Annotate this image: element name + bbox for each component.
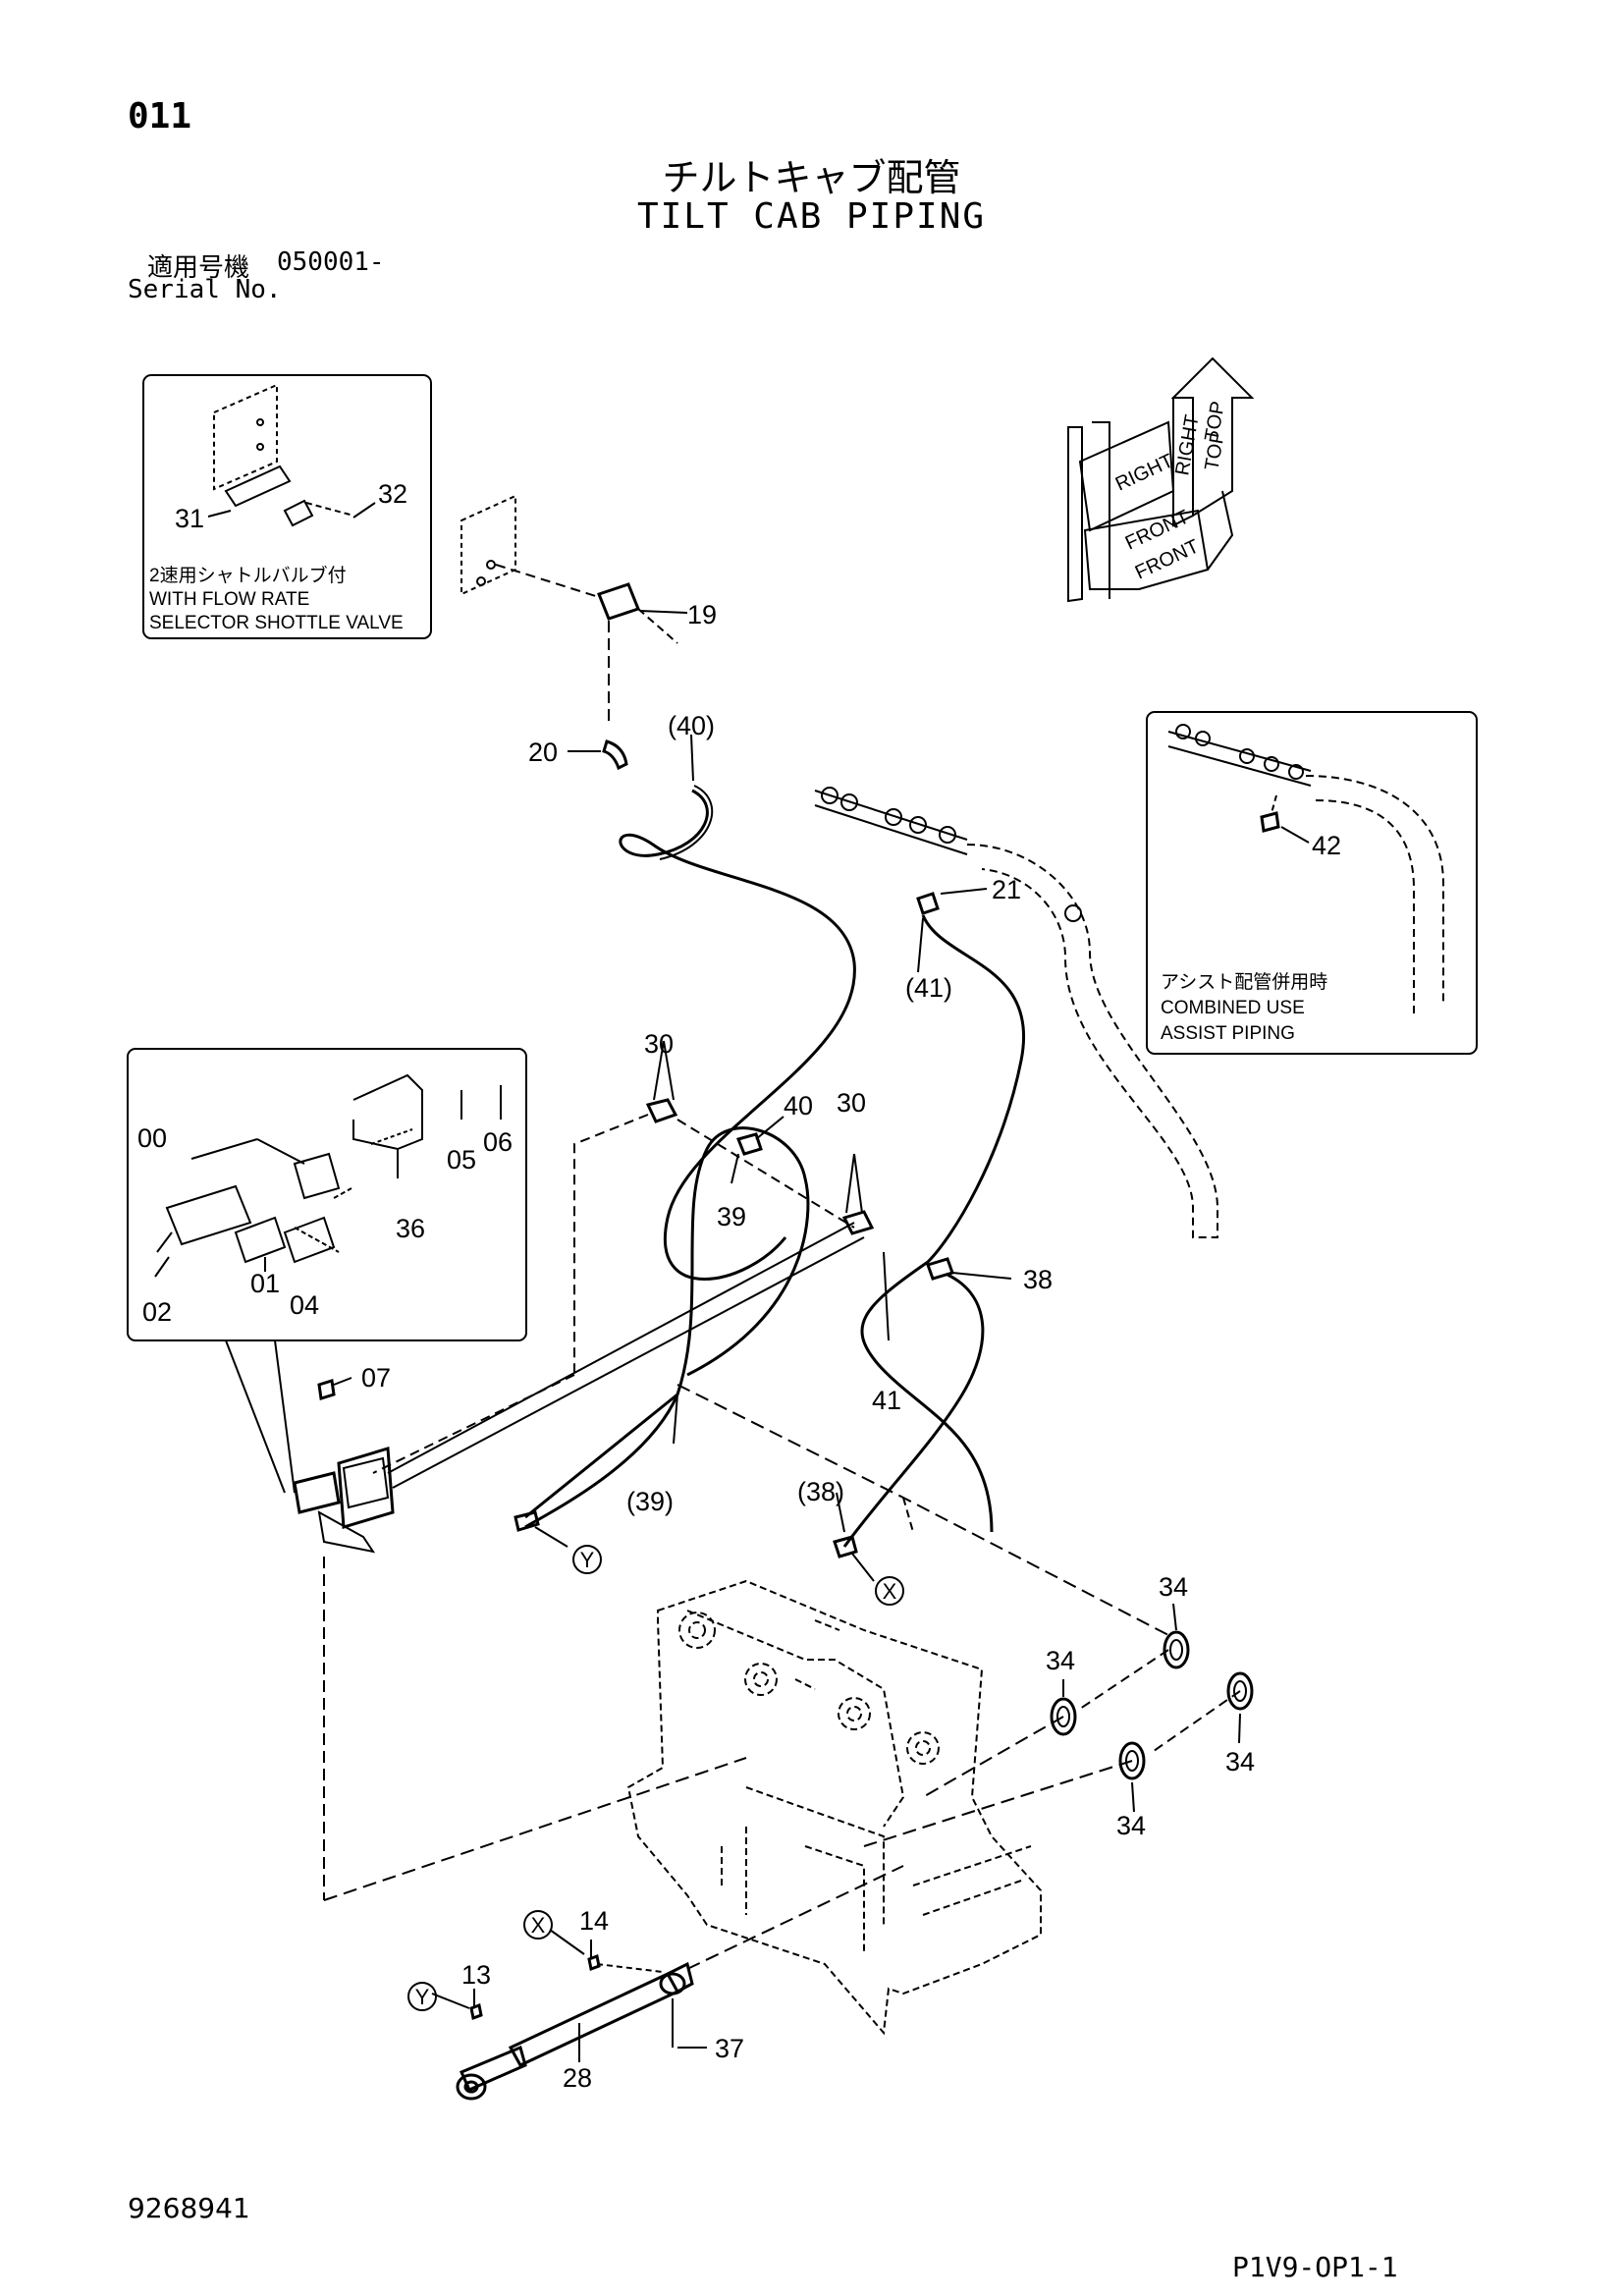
- callout-30-left: 30: [644, 1029, 674, 1059]
- seal-34-mid: [1050, 1697, 1077, 1736]
- callout-00: 00: [137, 1123, 167, 1153]
- clamp-40: [735, 1132, 763, 1156]
- callout-36: 36: [396, 1214, 425, 1243]
- callout-40-paren: (40): [668, 711, 715, 740]
- clamp-30-left: [645, 1098, 678, 1123]
- callout-34-mid: 34: [1046, 1646, 1075, 1675]
- callout-41: 41: [872, 1386, 901, 1415]
- assist-note-jp: アシスト配管併用時: [1161, 971, 1327, 993]
- callout-39-paren: (39): [626, 1487, 674, 1516]
- callout-34-top: 34: [1159, 1572, 1188, 1602]
- assist-note-en-2: ASSIST PIPING: [1161, 1023, 1295, 1044]
- callout-28: 28: [563, 2063, 592, 2093]
- callout-02: 02: [142, 1297, 172, 1327]
- title-english: TILT CAB PIPING: [636, 196, 987, 237]
- marker-x-2: [523, 1910, 553, 1940]
- hose-40: [619, 789, 856, 1281]
- shuttle-note-jp: 2速用シャトルバルブ付: [149, 564, 347, 586]
- marker-y-1-label: Y: [580, 1548, 595, 1572]
- callout-34-right: 34: [1225, 1747, 1255, 1777]
- callout-21: 21: [992, 875, 1021, 904]
- valve-19: [597, 582, 640, 621]
- bracket-36: [352, 1073, 423, 1151]
- callout-42: 42: [1312, 831, 1341, 860]
- callout-32: 32: [378, 479, 407, 509]
- fitting-42: [1260, 811, 1280, 833]
- callout-04: 04: [290, 1290, 319, 1320]
- page-number: 011: [128, 96, 192, 137]
- seal-34-right: [1226, 1671, 1254, 1711]
- orientation-right-label: RIGHT: [1112, 450, 1177, 495]
- solenoid-valve-main: [293, 1471, 341, 1514]
- assist-note-en-1: COMBINED USE: [1161, 998, 1305, 1018]
- callout-19: 19: [687, 600, 717, 629]
- marker-x-1-label: X: [883, 1579, 897, 1604]
- callout-01: 01: [250, 1269, 280, 1298]
- clamp-30-right: [841, 1210, 875, 1235]
- inset-box-solenoid: [127, 1048, 527, 1341]
- marker-x-2-label: X: [531, 1913, 546, 1938]
- shuttle-note-en-1: WITH FLOW RATE: [149, 589, 309, 610]
- marker-y-1: [572, 1545, 602, 1574]
- hose-39: [524, 1126, 810, 1529]
- callout-20: 20: [528, 738, 558, 767]
- page-code: P1V9-OP1-1: [1232, 2251, 1398, 2283]
- hose-38: [842, 1273, 985, 1548]
- callout-38-paren: (38): [797, 1477, 844, 1506]
- bracket-plate: [460, 494, 516, 596]
- callout-05: 05: [447, 1145, 476, 1175]
- elbow-20: [602, 739, 628, 771]
- callout-14: 14: [579, 1906, 609, 1936]
- callout-30-right: 30: [837, 1088, 866, 1118]
- seal-34-low: [1118, 1741, 1146, 1780]
- callout-13: 13: [461, 1960, 491, 1990]
- marker-y-2-label: Y: [415, 1985, 430, 2009]
- callout-39: 39: [717, 1202, 746, 1231]
- callout-37: 37: [715, 2034, 744, 2063]
- shuttle-note-en-2: SELECTOR SHOTTLE VALVE: [149, 613, 404, 633]
- callout-41-paren: (41): [905, 973, 952, 1003]
- serial-label-japanese: 適用号機: [147, 253, 250, 283]
- serial-value: 050001-: [277, 247, 385, 277]
- orientation-right-label-2: RIGHT: [1171, 413, 1203, 477]
- callout-06: 06: [483, 1127, 513, 1157]
- cab-support-frame: [626, 1579, 1042, 2036]
- document-code: 9268941: [128, 2192, 250, 2224]
- tilt-cylinder-28: [456, 1961, 694, 2101]
- solenoid-01: [234, 1216, 287, 1264]
- callout-40: 40: [784, 1091, 813, 1121]
- title-japanese: チルトキャブ配管: [662, 156, 961, 199]
- callout-31: 31: [175, 504, 204, 533]
- seal-34-top: [1163, 1630, 1190, 1669]
- dashed-assist-pipe: [966, 844, 1218, 1238]
- inset-box-assist: [1146, 711, 1478, 1055]
- marker-x-1: [875, 1576, 904, 1606]
- callout-38: 38: [1023, 1265, 1053, 1294]
- callout-34-low: 34: [1116, 1811, 1146, 1840]
- marker-y-2: [407, 1982, 437, 2011]
- orientation-indicator: [1067, 356, 1255, 603]
- bracket-plate-drawing: [213, 383, 354, 527]
- callout-07: 07: [361, 1363, 391, 1393]
- serial-label-english: Serial No.: [128, 275, 282, 304]
- inset-box-shuttle-valve: [142, 374, 432, 639]
- hose-41: [860, 914, 1025, 1533]
